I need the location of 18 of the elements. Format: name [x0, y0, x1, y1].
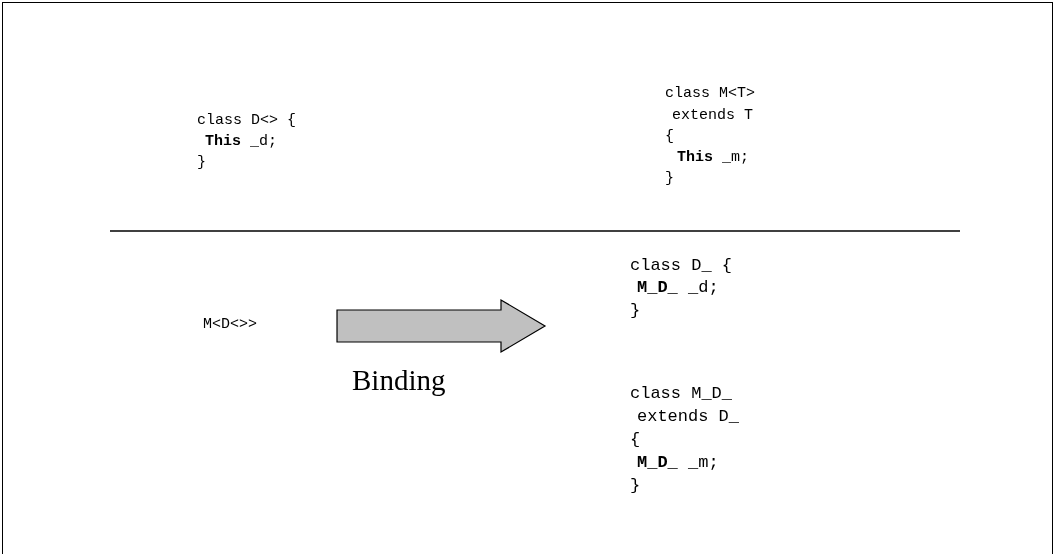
code-line: extends D_ [637, 407, 740, 428]
code-line: M_D_ _d; [637, 278, 720, 299]
code-line: class D_ { [630, 256, 733, 277]
code-line: { [665, 128, 674, 146]
code-line: } [630, 476, 641, 497]
code-line: class M_D_ [630, 384, 733, 405]
code-line: class D<> { [197, 112, 297, 130]
code-line: class M<T> [665, 85, 755, 103]
code-line: } [197, 154, 206, 172]
code-line: M_D_ _m; [637, 453, 719, 474]
code-line: { [630, 430, 641, 451]
block-arrow [336, 298, 547, 354]
code-line: } [665, 170, 674, 188]
code-line: M<D<>> [203, 316, 257, 334]
code-line: extends T [672, 107, 753, 125]
code-line: This _d; [205, 133, 278, 151]
code-line: This _m; [677, 149, 750, 167]
code-line: } [630, 300, 642, 322]
